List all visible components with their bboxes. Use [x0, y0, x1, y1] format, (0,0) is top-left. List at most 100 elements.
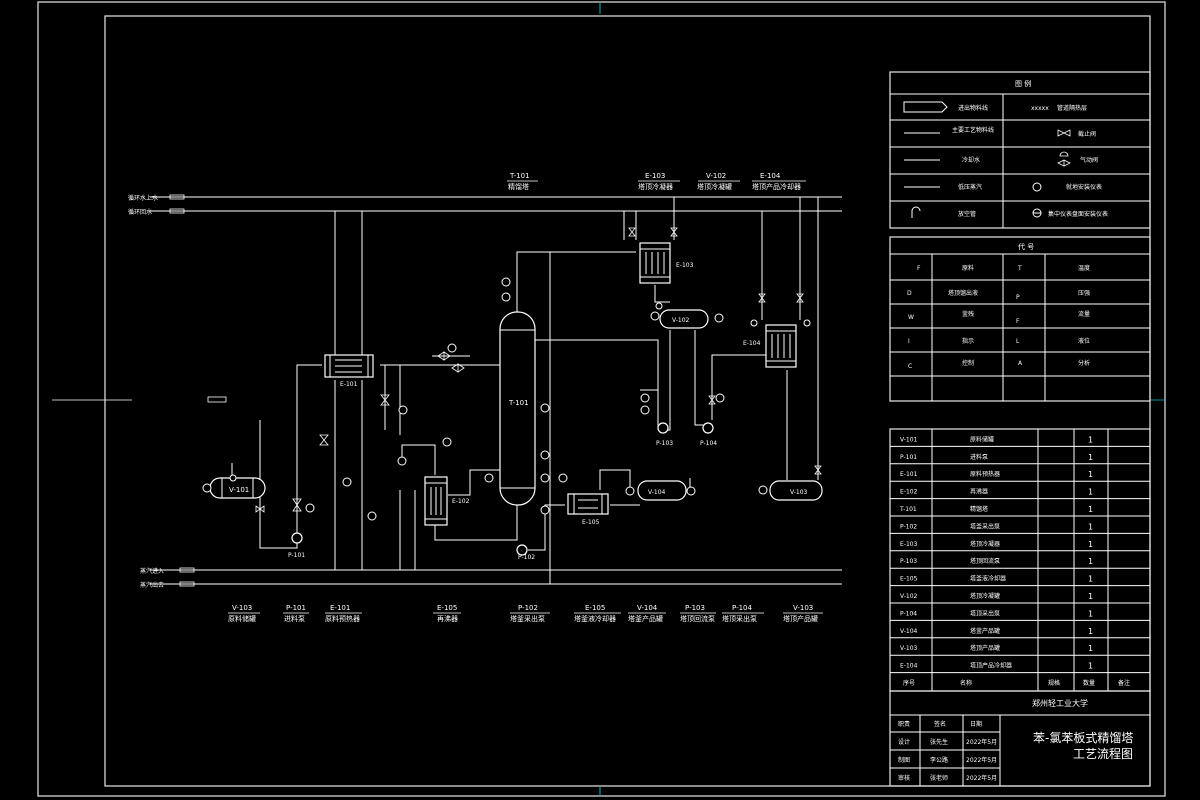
parts-header-name: 名称: [960, 679, 972, 687]
svg-text:P-104: P-104: [732, 604, 753, 612]
code-table: 代 号 F 原料 T 温度 D 塔顶馏出液 P 压强 W 釜残 F 流量 I 指…: [889, 236, 1151, 402]
parts-row-name: 原料预热器: [970, 470, 1000, 478]
parts-row-qty: 1: [1088, 609, 1093, 618]
v104-bottoms-tank: V-104: [637, 480, 687, 501]
parts-row-code: V-101: [900, 436, 918, 443]
svg-text:郑州轻工业大学: 郑州轻工业大学: [1032, 698, 1088, 708]
pipe-label-cw-return: 循环回水: [128, 208, 152, 216]
parts-row-name: 塔顶冷凝器: [970, 540, 1000, 548]
svg-text:流量: 流量: [1078, 310, 1090, 318]
parts-row-name: 塔顶产品罐: [970, 644, 1000, 652]
svg-text:塔釜液冷却器: 塔釜液冷却器: [574, 614, 616, 623]
svg-text:日期: 日期: [970, 720, 982, 728]
svg-text:2022年5月: 2022年5月: [966, 738, 997, 746]
svg-text:分析: 分析: [1078, 359, 1090, 367]
title-block: 郑州轻工业大学 职责 签名 日期 设计 张先生 2022年5月 制图 李公路 2…: [889, 690, 1151, 787]
p104-pump: P-104: [700, 422, 717, 447]
process-piping: [231, 197, 819, 584]
svg-text:张老师: 张老师: [930, 774, 948, 782]
parts-row-qty: 1: [1088, 662, 1093, 671]
svg-text:A: A: [1018, 360, 1023, 367]
parts-row-qty: 1: [1088, 488, 1093, 497]
parts-row-code: E-105: [900, 576, 918, 583]
v101-feed-tank: V-101: [209, 477, 266, 499]
svg-text:V-101: V-101: [229, 486, 249, 494]
svg-text:冷却水: 冷却水: [962, 156, 980, 164]
parts-row-qty: 1: [1088, 592, 1093, 601]
svg-text:张先生: 张先生: [930, 738, 948, 746]
svg-text:E-101: E-101: [340, 381, 358, 388]
svg-text:工艺流程图: 工艺流程图: [1073, 746, 1133, 761]
v103-product-tank: V-103: [769, 480, 823, 501]
svg-text:进料泵: 进料泵: [284, 614, 305, 623]
e102-reboiler: E-102: [424, 476, 470, 526]
svg-text:P-101: P-101: [288, 552, 305, 559]
parts-row-code: P-104: [900, 610, 917, 617]
svg-text:xxxxx: xxxxx: [1031, 105, 1049, 112]
utility-headers: [150, 194, 842, 587]
parts-row-qty: 1: [1088, 557, 1093, 566]
svg-text:管道隔热层: 管道隔热层: [1057, 104, 1087, 112]
parts-row-qty: 1: [1088, 540, 1093, 549]
svg-text:液位: 液位: [1078, 337, 1090, 345]
svg-text:T-101: T-101: [509, 172, 530, 180]
svg-text:P-103: P-103: [656, 440, 673, 447]
svg-text:就地安装仪表: 就地安装仪表: [1066, 183, 1102, 191]
e105-bottoms-cooler: E-105: [567, 493, 609, 526]
p103-pump: P-103: [656, 422, 673, 447]
svg-text:E-102: E-102: [452, 498, 470, 505]
parts-row-qty: 1: [1088, 435, 1093, 444]
parts-row-qty: 1: [1088, 470, 1093, 479]
parts-row-qty: 1: [1088, 627, 1093, 636]
svg-text:塔釜采出泵: 塔釜采出泵: [510, 614, 545, 623]
svg-text:F: F: [917, 265, 921, 272]
svg-text:集中仪表盘面安装仪表: 集中仪表盘面安装仪表: [1048, 210, 1108, 218]
svg-text:P-102: P-102: [518, 554, 535, 561]
top-label-e103: E-103 塔顶冷凝器: [638, 172, 680, 191]
svg-text:塔釜产品罐: 塔釜产品罐: [628, 614, 663, 623]
pipe-label-steam-in: 蒸汽进入: [140, 567, 164, 575]
e104-product-cooler: E-104: [743, 324, 797, 368]
parts-row-code: P-103: [900, 558, 917, 565]
parts-row-name: 原料储罐: [970, 435, 994, 443]
svg-text:P-103: P-103: [685, 604, 705, 612]
svg-text:E-103: E-103: [676, 262, 694, 269]
svg-text:C: C: [908, 363, 912, 370]
svg-text:塔顶馏出液: 塔顶馏出液: [948, 289, 978, 297]
svg-text:E-101: E-101: [330, 604, 350, 612]
svg-text:D: D: [907, 290, 912, 297]
svg-text:I: I: [908, 338, 910, 345]
parts-row-code: E-103: [900, 541, 918, 548]
svg-text:L: L: [1016, 338, 1020, 345]
top-label-v102: V-102 塔顶冷凝罐: [697, 172, 740, 191]
parts-row-code: P-101: [900, 454, 917, 461]
svg-text:原料: 原料: [962, 264, 974, 272]
parts-row-code: V-103: [900, 645, 918, 652]
parts-row-name: 塔顶产品冷却器: [970, 662, 1012, 670]
parts-row-code: V-104: [900, 628, 918, 635]
svg-text:代 号: 代 号: [1018, 242, 1034, 251]
parts-header-note: 备注: [1118, 679, 1130, 687]
svg-text:E-105: E-105: [582, 519, 600, 526]
parts-row-code: E-102: [900, 489, 918, 496]
svg-text:T-101: T-101: [508, 399, 529, 407]
svg-text:压强: 压强: [1078, 290, 1090, 297]
svg-text:塔顶产品冷却器: 塔顶产品冷却器: [752, 182, 801, 191]
svg-text:2022年5月: 2022年5月: [966, 774, 997, 782]
parts-row-qty: 1: [1088, 453, 1093, 462]
outer-frame: [37, 1, 1166, 797]
t101-column: T-101: [499, 311, 536, 506]
svg-text:设计: 设计: [898, 738, 910, 746]
legend-table: 图 例 进出物料线 主要工艺物料线 冷却水 低压蒸汽 放空管 xxxxx 管道隔…: [889, 71, 1151, 229]
parts-row-name: 塔顶采出泵: [970, 609, 1000, 617]
top-label-t101: T-101 精馏塔: [507, 172, 538, 191]
instrument-bubbles: [202, 277, 811, 521]
svg-text:E-104: E-104: [760, 172, 781, 180]
svg-text:签名: 签名: [934, 720, 946, 728]
svg-text:E-105: E-105: [585, 604, 605, 612]
parts-header-spec: 规格: [1048, 679, 1060, 687]
svg-text:V-103: V-103: [790, 489, 808, 496]
svg-text:2022年5月: 2022年5月: [966, 756, 997, 764]
svg-text:指示: 指示: [962, 337, 974, 345]
top-label-e104: E-104 塔顶产品冷却器: [752, 172, 806, 191]
